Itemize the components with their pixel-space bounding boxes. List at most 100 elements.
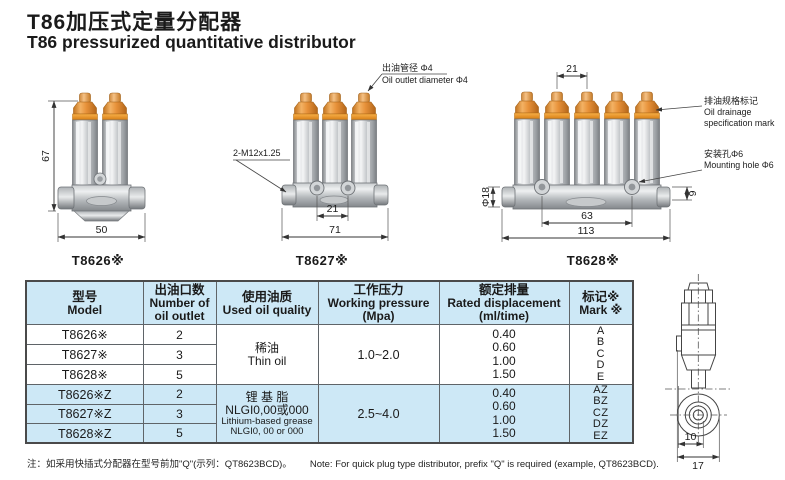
dim-9: 9 xyxy=(687,190,699,196)
mark-value: BZ xyxy=(593,395,609,408)
col-displacement-zh: 额定排量 xyxy=(478,283,529,297)
cell-outlets: 5 xyxy=(142,423,217,444)
table-row: T8626※ 2 稀油 Thin oil 1.0~2.0 0.40 0.60 1… xyxy=(25,324,634,385)
disp-value: 1.00 xyxy=(492,412,516,427)
ann-outlet-en: Oil outlet diameter Φ4 xyxy=(382,75,468,85)
col-oil-en: Used oil quality xyxy=(222,302,312,317)
drawing-t8628: 21 排油规格标记 Oil drainage specification mar… xyxy=(480,63,775,242)
ann-mount-zh: 安装孔Φ6 xyxy=(704,148,743,159)
col-mark-en: Mark ※ xyxy=(579,302,623,317)
col-model: 型号 Model xyxy=(25,280,144,325)
col-outlets-en2: oil outlet xyxy=(154,309,205,323)
cell-oil-group1: 稀油 Thin oil xyxy=(215,324,319,385)
cell-outlets: 2 xyxy=(142,324,217,345)
page-title-en: T86 pressurized quantitative distributor xyxy=(27,32,356,52)
ann-drain-en1: Oil drainage xyxy=(704,107,752,117)
ann-drain-zh: 排油规格标记 xyxy=(704,95,758,106)
mark-value: C xyxy=(596,347,605,360)
disp-value: 1.50 xyxy=(492,367,516,381)
caption-t8628: T8628※ xyxy=(566,253,620,268)
oil-line: 锂 基 脂 xyxy=(245,389,289,404)
disp-value: 0.40 xyxy=(492,326,516,341)
cell-outlets: 3 xyxy=(142,344,217,365)
table-row: T8626※Z 2 锂 基 脂 NLGI0,00或000 Lithium-bas… xyxy=(25,384,634,444)
cell-pressure-group2: 2.5~4.0 xyxy=(317,384,440,444)
disp-value: 0.60 xyxy=(492,340,516,354)
col-model-zh: 型号 xyxy=(72,289,98,304)
ann-thread: 2-M12x1.25 xyxy=(233,148,281,158)
cell-model: T8628※ xyxy=(25,364,144,385)
drawing-t8627: 出油管径 Φ4 Oil outlet diameter Φ4 2-M12x1.2… xyxy=(233,62,468,241)
footnote: 注：如采用快插式分配器在型号前加"Q"(示列：QT8623BCD)。 Note: … xyxy=(27,456,659,470)
oil-line: 稀油 xyxy=(254,341,279,355)
oil-line: Thin oil xyxy=(247,354,287,368)
table-row: T8627※Z 3 xyxy=(25,403,633,424)
drawing-t8626: 67 50 xyxy=(40,92,146,242)
col-pressure-en: Working pressure xyxy=(327,296,430,310)
mark-value: D xyxy=(596,359,605,372)
cell-outlets: 2 xyxy=(142,384,217,405)
spec-table: 型号 Model 出油口数 Number of oil outlet 使用油质 … xyxy=(25,280,634,445)
page-title-zh: T86加压式定量分配器 xyxy=(27,11,243,34)
col-pressure: 工作压力 Working pressure (Mpa) xyxy=(317,280,440,325)
ann-outlet-zh: 出油管径 Φ4 xyxy=(382,62,433,73)
footnote-en: Note: For quick plug type distributor, p… xyxy=(309,459,659,470)
col-displacement-en: Rated displacement xyxy=(447,296,561,310)
oil-line: NLGI0, 00 or 000 xyxy=(230,426,304,438)
dim-71: 71 xyxy=(329,224,341,236)
col-outlets-en: Number of xyxy=(149,296,210,310)
mark-value: EZ xyxy=(593,429,609,442)
col-pressure-zh: 工作压力 xyxy=(353,283,404,297)
table-row: T8628※Z 5 xyxy=(25,423,633,444)
mark-value: AZ xyxy=(593,384,609,396)
dim-10: 10 xyxy=(685,431,697,443)
col-pressure-en2: (Mpa) xyxy=(362,309,395,323)
mark-value: CZ xyxy=(592,406,609,419)
dim-phi18: Φ18 xyxy=(480,187,492,207)
footnote-zh: 注：如采用快插式分配器在型号前加"Q"(示列：QT8623BCD)。 xyxy=(27,459,292,470)
col-displacement: 额定排量 Rated displacement (ml/time) xyxy=(438,280,570,325)
dim-17: 17 xyxy=(692,460,704,472)
mark-value: B xyxy=(596,336,605,349)
cell-displacement-group2: 0.40 0.60 1.00 1.50 xyxy=(438,384,570,444)
col-model-en: Model xyxy=(67,302,103,317)
ann-mount-en: Mounting hole Φ6 xyxy=(704,160,774,170)
table-row: T8628※ 5 xyxy=(25,364,633,385)
mark-value: DZ xyxy=(592,418,609,431)
dim-50: 50 xyxy=(96,224,108,236)
oil-line: NLGI0,00或000 xyxy=(225,402,309,417)
dim-21-top: 21 xyxy=(566,63,578,75)
cell-outlets: 5 xyxy=(142,364,217,385)
cell-model: T8626※ xyxy=(25,324,144,345)
cell-oil-group2: 锂 基 脂 NLGI0,00或000 Lithium-based grease … xyxy=(215,384,319,444)
mark-value: A xyxy=(596,324,605,337)
cell-marks-group2: AZ BZ CZ DZ EZ xyxy=(568,384,634,444)
caption-t8627: T8627※ xyxy=(295,253,349,268)
cell-model: T8627※Z xyxy=(25,403,144,424)
col-oil: 使用油质 Used oil quality xyxy=(215,280,319,325)
col-mark: 标记※ Mark ※ xyxy=(568,280,634,325)
cell-model: T8626※Z xyxy=(25,384,144,405)
dim-63: 63 xyxy=(581,210,593,222)
col-outlets: 出油口数 Number of oil outlet xyxy=(142,280,217,325)
cell-model: T8627※ xyxy=(25,344,144,365)
cell-pressure-group1: 1.0~2.0 xyxy=(317,324,440,385)
col-outlets-zh: 出油口数 xyxy=(154,283,205,297)
disp-value: 1.00 xyxy=(492,353,516,368)
dim-113: 113 xyxy=(578,225,595,237)
col-mark-zh: 标记※ xyxy=(582,289,620,304)
disp-value: 0.40 xyxy=(492,385,516,400)
cell-displacement-group1: 0.40 0.60 1.00 1.50 xyxy=(438,324,570,385)
caption-t8626: T8626※ xyxy=(71,253,125,268)
mark-value: E xyxy=(596,370,605,383)
dim-67: 67 xyxy=(40,150,52,162)
oil-line: Lithium-based grease xyxy=(221,415,313,427)
disp-value: 1.50 xyxy=(492,426,516,441)
cell-marks-group1: A B C D E xyxy=(568,324,634,385)
col-displacement-en2: (ml/time) xyxy=(478,309,529,323)
table-header-row: 型号 Model 出油口数 Number of oil outlet 使用油质 … xyxy=(25,280,634,325)
disp-value: 0.60 xyxy=(492,399,516,414)
drawing-side-view: 10 17 xyxy=(665,274,732,472)
cell-model: T8628※Z xyxy=(25,423,144,444)
ann-drain-en2: specification mark xyxy=(704,118,775,128)
